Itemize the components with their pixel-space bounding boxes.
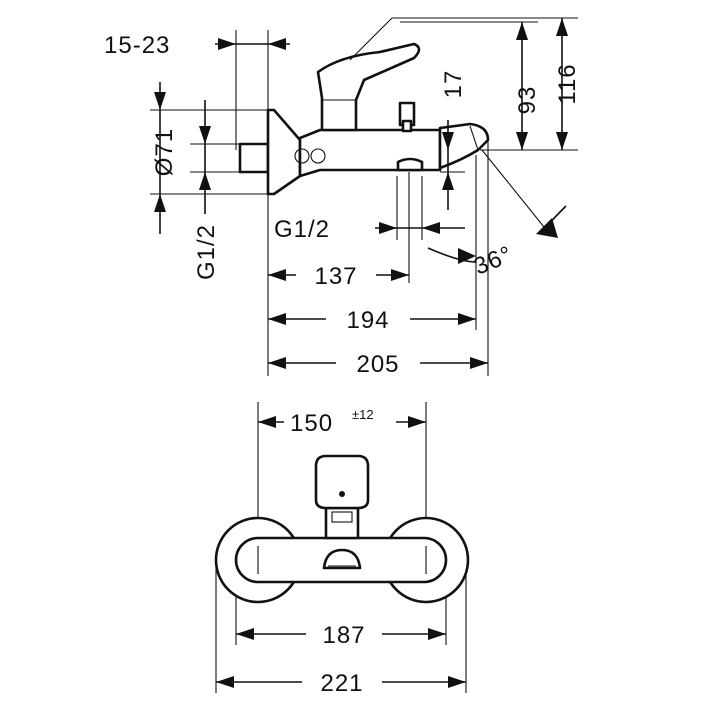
dim-194-label: 194	[346, 307, 389, 334]
dim-205-label: 205	[356, 351, 399, 378]
lever-handle	[316, 42, 421, 132]
dim-offset-label: 15-23	[104, 32, 170, 59]
dim-angle-label: 36°	[470, 241, 517, 281]
front-stem	[324, 506, 360, 540]
escutcheon-flange	[266, 108, 302, 196]
handle-indicator	[339, 491, 345, 497]
front-lever-handle	[314, 454, 370, 510]
dim-thread-left-label: G1/2	[193, 224, 220, 280]
bottom-outlet	[396, 157, 424, 172]
wall-connector	[238, 142, 270, 174]
dim-arc-angle	[427, 247, 477, 263]
spout-edge	[469, 125, 479, 151]
side-view: 15-23 116 93 17 Ø71 G1/2 G1/2	[104, 17, 581, 378]
diverter-stem	[401, 119, 413, 133]
dim-93-label: 93	[514, 86, 541, 115]
dim-150-label: 150	[290, 410, 333, 437]
front-view: 150 ±12 187 221	[214, 402, 470, 697]
dim-187-label: 187	[322, 622, 365, 649]
dim-150-tolerance: ±12	[352, 407, 374, 422]
dim-137-label: 137	[314, 263, 357, 290]
body-joint-right	[310, 148, 326, 164]
dim-116-label: 116	[554, 63, 581, 104]
front-spout-outlet	[322, 548, 362, 570]
body-joint-left	[294, 148, 310, 164]
dim-diameter-label: Ø71	[151, 128, 178, 176]
dim-221-label: 221	[320, 670, 363, 697]
dim-17-label: 17	[440, 70, 467, 99]
dim-thread-bottom-label: G1/2	[274, 216, 330, 243]
